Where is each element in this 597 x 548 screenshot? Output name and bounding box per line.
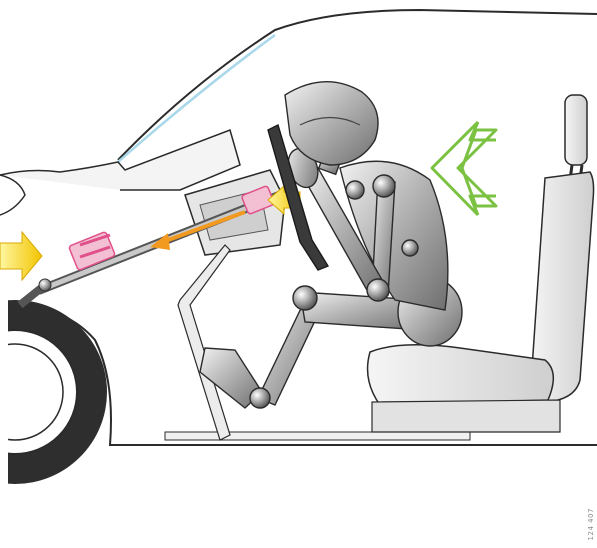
front-wheel: [0, 290, 107, 490]
seat-base: [372, 400, 560, 432]
seat-cushion: [368, 345, 554, 405]
figure-code: 124 407: [587, 508, 595, 540]
headrest: [565, 95, 587, 165]
pedal-bracket: [178, 245, 230, 440]
impact-arrow-front: [0, 232, 42, 280]
push-chevrons: [432, 122, 496, 215]
